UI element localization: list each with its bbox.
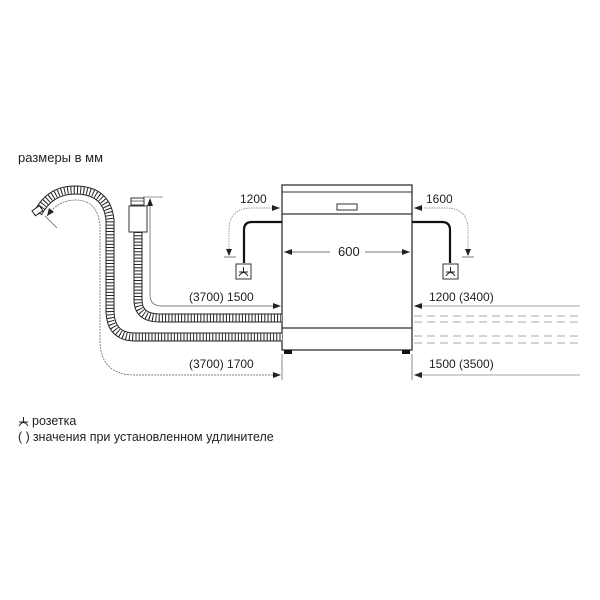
width-label: 600 <box>338 244 360 259</box>
legend: розетка ( ) значения при установленном у… <box>18 413 274 445</box>
width-dimension <box>284 249 410 255</box>
legend-item-extension: ( ) значения при установленном удлинител… <box>18 429 274 445</box>
control-display <box>336 203 358 211</box>
legend-extension-label: значения при установленном удлинителе <box>32 430 274 444</box>
left-power-cable-label: 1200 <box>240 192 267 206</box>
right-foot <box>402 350 410 354</box>
aquastop-valve <box>128 205 148 233</box>
left-foot <box>284 350 292 354</box>
dishwasher <box>281 184 413 354</box>
parentheses-symbol: ( ) <box>18 430 30 444</box>
right-power-cable-label: 1600 <box>426 192 453 206</box>
left-drain-hose-label: (3700) 1700 <box>189 357 254 371</box>
legend-item-socket: розетка <box>18 413 274 429</box>
right-drain-hose-label: 1500 (3500) <box>429 357 494 371</box>
page-title: размеры в мм <box>18 150 104 165</box>
right-power-cable <box>412 205 474 280</box>
inlet-hose <box>128 196 282 323</box>
left-inlet-hose-label: (3700) 1500 <box>189 290 254 304</box>
right-inlet-hose-label: 1200 (3400) <box>429 290 494 304</box>
right-hoses <box>414 303 580 378</box>
left-power-cable <box>224 205 282 280</box>
drain-hose <box>31 185 282 378</box>
legend-socket-label: розетка <box>32 414 77 428</box>
socket-icon <box>18 416 29 426</box>
